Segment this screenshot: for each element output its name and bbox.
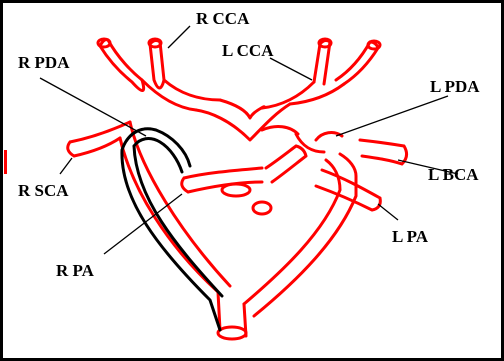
bottom-aorta-end (218, 327, 246, 339)
label-r-pa: R PA (56, 261, 95, 280)
label-l-cca: L CCA (222, 41, 274, 60)
label-l-pda: L PDA (430, 77, 480, 96)
leader-l-cca (270, 58, 312, 80)
leader-l-pa (378, 204, 398, 220)
edge-mark (4, 150, 7, 174)
left-branch-end (253, 202, 271, 214)
central-branch (266, 146, 306, 182)
leader-l-pda (336, 96, 448, 136)
left-arch-wall (262, 82, 344, 108)
label-l-pa: L PA (392, 227, 429, 246)
labels: R CCA L CCA R PDA L PDA R SCA L BCA R PA… (18, 9, 480, 280)
label-r-pda: R PDA (18, 53, 70, 72)
highlighted-duct-inner (134, 139, 222, 296)
leader-r-pda (40, 78, 146, 136)
left-pa-vessel (316, 170, 380, 210)
leader-r-cca (168, 26, 190, 48)
label-l-bca: L BCA (428, 165, 479, 184)
right-arch-wall (142, 80, 220, 110)
leader-r-pa (104, 194, 182, 254)
left-heart-body (244, 154, 356, 316)
label-r-cca: R CCA (196, 9, 250, 28)
central-vessel-end (222, 184, 250, 196)
vessel-outlines (68, 39, 407, 339)
label-r-sca: R SCA (18, 181, 69, 200)
leader-r-sca (60, 158, 72, 174)
